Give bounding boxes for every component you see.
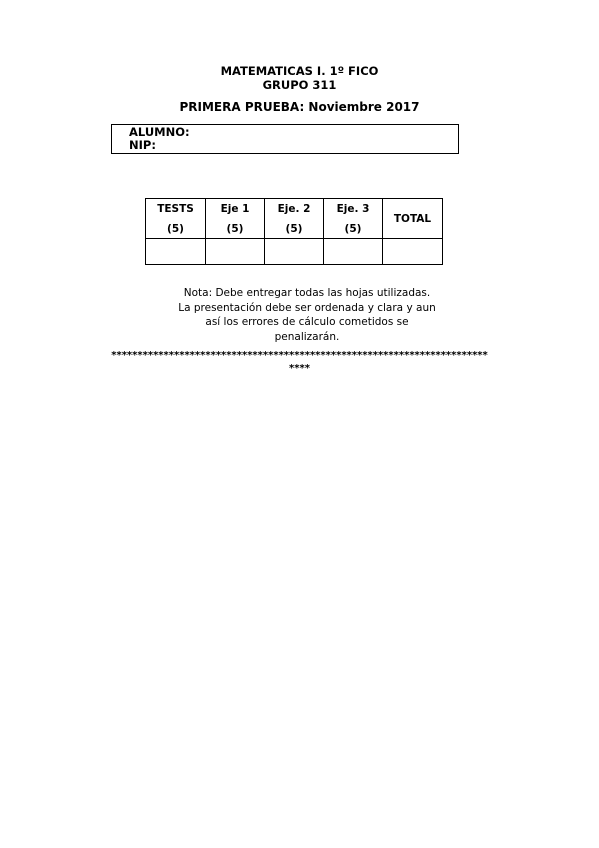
student-info-box: ALUMNO: NIP: (111, 124, 459, 154)
col-points: (5) (344, 223, 362, 235)
separator-stars: ****************************************… (111, 350, 488, 361)
student-name-label: ALUMNO: (129, 125, 190, 139)
separator-stars-tail: **** (289, 363, 310, 374)
course-title: MATEMATICAS I. 1º FICO (220, 64, 379, 78)
score-cell-eje3 (323, 238, 383, 265)
scores-header-row: TESTS (5) Eje 1 (5) Eje. 2 (5) Eje. 3 (5… (145, 198, 443, 239)
score-cell-total (382, 238, 443, 265)
score-cell-eje2 (264, 238, 324, 265)
col-label: Eje 1 (220, 203, 250, 215)
col-points: (5) (167, 223, 184, 235)
note-line: La presentación debe ser ordenada y clar… (178, 301, 436, 314)
note-line: Nota: Debe entregar todas las hojas util… (183, 287, 431, 299)
scores-table: TESTS (5) Eje 1 (5) Eje. 2 (5) Eje. 3 (5… (145, 198, 443, 265)
col-header-eje1: Eje 1 (5) (205, 198, 265, 239)
note-line: así los errores de cálculo cometidos se (205, 316, 409, 328)
col-points: (5) (285, 223, 303, 235)
col-header-tests: TESTS (5) (145, 198, 206, 239)
col-header-eje3: Eje. 3 (5) (323, 198, 383, 239)
score-cell-eje1 (205, 238, 265, 265)
note-line: penalizarán. (274, 330, 340, 343)
student-nip-label: NIP: (129, 138, 156, 152)
col-label: Eje. 2 (277, 203, 311, 215)
group-label: GRUPO 311 (262, 78, 337, 92)
exam-title: PRIMERA PRUEBA: Noviembre 2017 (179, 100, 420, 114)
col-points: (5) (226, 223, 244, 235)
col-header-eje2: Eje. 2 (5) (264, 198, 324, 239)
col-label: Eje. 3 (336, 203, 370, 215)
scores-value-row (145, 238, 443, 265)
score-cell-tests (145, 238, 206, 265)
col-header-total: TOTAL (382, 198, 443, 239)
col-label: TESTS (157, 203, 194, 215)
